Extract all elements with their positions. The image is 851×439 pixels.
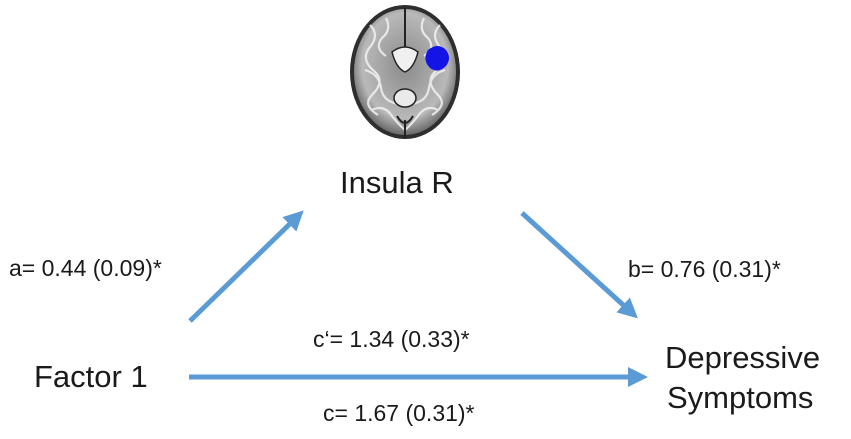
brain-slice-icon bbox=[350, 5, 460, 139]
insula-roi-marker bbox=[425, 46, 449, 71]
mediator-node-label: Insula R bbox=[340, 165, 454, 200]
path-c-prime-coefficient: c‘= 1.34 (0.33)* bbox=[313, 326, 470, 352]
path-c-coefficient: c= 1.67 (0.31)* bbox=[323, 400, 475, 426]
path-a-coefficient: a= 0.44 (0.09)* bbox=[9, 255, 162, 281]
outcome-node-label-line2: Symptoms bbox=[667, 380, 814, 415]
path-b-arrow bbox=[520, 211, 638, 319]
predictor-node-label: Factor 1 bbox=[34, 359, 148, 394]
outcome-node-label-line1: Depressive bbox=[665, 340, 821, 375]
path-a-arrow bbox=[188, 210, 304, 323]
path-b-coefficient: b= 0.76 (0.31)* bbox=[628, 256, 781, 282]
